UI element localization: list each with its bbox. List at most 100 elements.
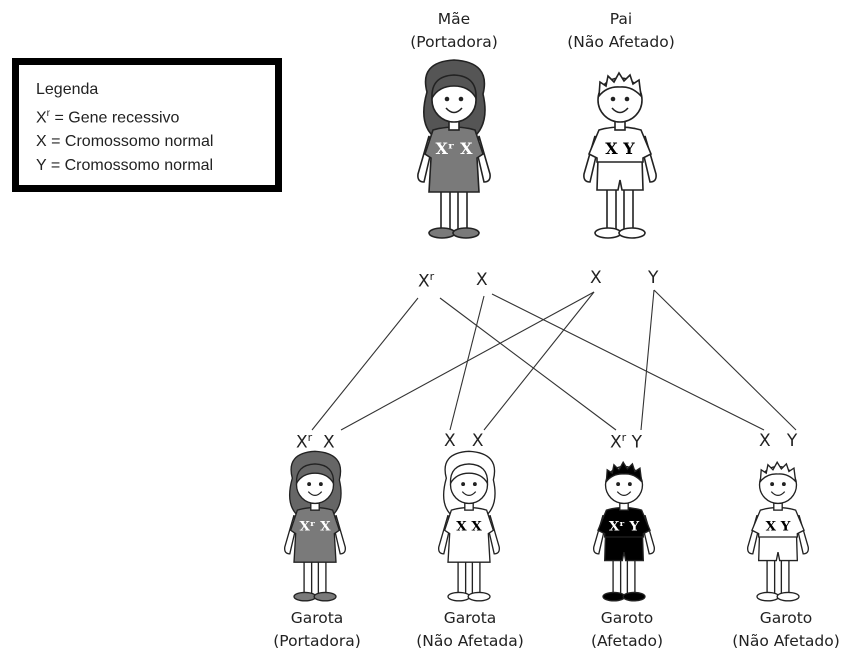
left-shoe	[594, 227, 622, 239]
legend-item-normal-y: Y = Cromossomo normal	[36, 157, 214, 175]
right-leg	[780, 558, 790, 595]
father-allele-x: X	[590, 268, 602, 288]
line-father-y-to-child3	[640, 289, 655, 431]
father-name: Pai	[609, 10, 633, 28]
right-eye	[318, 482, 323, 487]
shirt-genotype-label: X Y	[605, 139, 635, 158]
right-leg	[623, 187, 634, 231]
child4-figure: X Y	[746, 460, 810, 602]
cross-lines	[311, 289, 797, 431]
hair-top	[759, 460, 797, 484]
father-status: (Não Afetado)	[567, 33, 675, 51]
hair-top	[449, 463, 489, 486]
line-mother-x-to-child2	[449, 295, 485, 431]
left-eye	[610, 96, 616, 102]
legend-title: Legenda	[36, 81, 99, 98]
mother-allele-xr: Xr	[418, 270, 435, 292]
right-eye	[458, 96, 464, 102]
shirt-genotype-label: X Y	[766, 518, 791, 534]
mother-caption: Mãe (Portadora)	[399, 8, 509, 54]
hair-top	[295, 463, 335, 486]
left-leg	[303, 558, 313, 595]
left-shoe	[602, 591, 626, 602]
line-father-y-to-child4	[653, 289, 797, 431]
child3-genotype: Xr Y	[610, 431, 642, 453]
legend-item-normal-x: X = Cromossomo normal	[36, 133, 214, 151]
right-eye	[781, 482, 786, 487]
shirt	[587, 126, 653, 163]
child3-caption: Garoto (Afetado)	[590, 609, 664, 650]
shirt-genotype-label: Xʳ X	[299, 518, 331, 534]
left-eye	[770, 482, 775, 487]
shirt-genotype-label: Xʳ Y	[609, 518, 640, 534]
left-eye	[307, 482, 312, 487]
hair-top	[598, 71, 643, 99]
shorts	[603, 532, 645, 562]
left-eye	[444, 96, 450, 102]
dress	[289, 506, 341, 563]
father-caption: Pai (Não Afetado)	[556, 8, 686, 54]
dress	[443, 506, 495, 563]
left-shoe	[447, 591, 471, 602]
legend-box: Legenda Xr = Gene recessivo X = Cromosso…	[12, 58, 282, 192]
father-figure: X Y	[583, 71, 657, 239]
dress	[424, 126, 484, 193]
shorts	[596, 157, 644, 191]
smile	[445, 107, 463, 114]
line-mother-x-to-child4	[491, 293, 765, 431]
mother-allele-x: X	[476, 270, 488, 290]
hair-top	[431, 74, 477, 101]
left-leg	[440, 187, 451, 231]
child4-caption: Garoto (Não Afetado)	[732, 609, 840, 650]
shirt-genotype-label: X X	[456, 518, 482, 534]
left-leg	[766, 558, 776, 595]
child2-caption: Garota (Não Afetada)	[416, 609, 524, 650]
right-shoe	[313, 591, 337, 602]
child1-caption: Garota (Portadora)	[273, 609, 361, 650]
smile	[307, 491, 323, 497]
shorts	[757, 532, 799, 562]
left-eye	[616, 482, 621, 487]
right-eye	[627, 482, 632, 487]
child2-genotype: X X	[444, 431, 484, 451]
shirt	[597, 506, 651, 538]
left-leg	[457, 558, 467, 595]
line-mother-xr-to-child1	[311, 297, 419, 431]
child2-figure: X X	[437, 450, 501, 602]
left-eye	[461, 482, 466, 487]
right-eye	[472, 482, 477, 487]
right-leg	[317, 558, 327, 595]
child1-figure: Xʳ X	[283, 450, 347, 602]
child4-genotype: X Y	[759, 431, 798, 451]
hair-top	[605, 460, 643, 484]
smile	[770, 491, 786, 497]
smile	[461, 491, 477, 497]
legend-item-recessive: Xr = Gene recessivo	[36, 108, 180, 127]
left-shoe	[428, 227, 456, 239]
right-leg	[471, 558, 481, 595]
left-shoe	[756, 591, 780, 602]
shirt-genotype-label: Xʳ X	[435, 139, 473, 158]
right-shoe	[467, 591, 491, 602]
right-leg	[626, 558, 636, 595]
mother-name: Mãe	[437, 10, 471, 28]
mother-figure: Xʳ X	[417, 59, 491, 239]
right-leg	[457, 187, 468, 231]
smile	[611, 107, 629, 114]
father-allele-y: Y	[648, 268, 659, 288]
left-shoe	[293, 591, 317, 602]
left-leg	[612, 558, 622, 595]
right-shoe	[452, 227, 480, 239]
child1-genotype: Xr X	[296, 431, 335, 453]
right-eye	[624, 96, 630, 102]
right-shoe	[622, 591, 646, 602]
line-father-x-to-child2	[483, 291, 595, 431]
line-father-x-to-child1	[340, 291, 595, 431]
left-leg	[606, 187, 617, 231]
smile	[616, 491, 632, 497]
figures: Xʳ X X Y Xʳ X X X Xʳ Y X Y	[283, 59, 810, 602]
right-shoe	[618, 227, 646, 239]
mother-status: (Portadora)	[410, 33, 498, 51]
line-mother-xr-to-child3	[439, 297, 617, 431]
